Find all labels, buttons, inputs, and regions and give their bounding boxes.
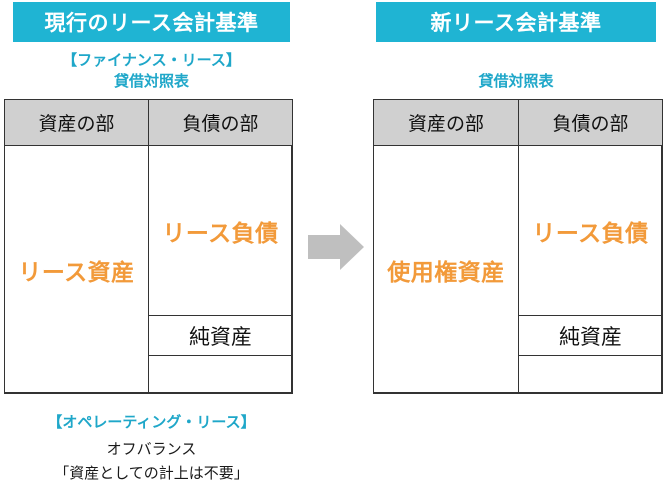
right-col-liabilities: 負債の部	[518, 99, 663, 146]
right-balance-sheet: 資産の部 負債の部 使用権資産 リース負債 純資産	[373, 99, 663, 394]
left-finance-lease-label: 【ファイナンス・リース】	[62, 51, 241, 69]
left-empty-cell	[148, 355, 293, 394]
right-right-of-use-assets: 使用権資産	[373, 145, 519, 394]
left-col-assets: 資産の部	[4, 99, 149, 146]
right-bs-label: 貸借対照表	[478, 72, 554, 90]
left-header: 現行のリース会計基準	[13, 2, 290, 42]
right-empty-cell	[518, 355, 663, 394]
right-net-assets: 純資産	[518, 315, 663, 356]
left-operating-lease-label: 【オペレーティング・リース】	[47, 413, 256, 431]
left-col-liabilities: 負債の部	[148, 99, 293, 146]
left-off-balance: オフバランス	[106, 440, 197, 458]
right-col-assets: 資産の部	[373, 99, 519, 146]
right-lease-liabilities: リース負債	[518, 145, 663, 316]
right-header: 新リース会計基準	[376, 2, 656, 42]
left-bs-label: 貸借対照表	[113, 72, 189, 90]
arrow-right-icon	[308, 224, 364, 270]
left-lease-assets: リース資産	[4, 145, 149, 394]
left-net-assets: 純資産	[148, 315, 293, 356]
left-off-balance-note: 「資産としての計上は不要」	[54, 464, 249, 482]
left-balance-sheet: 資産の部 負債の部 リース資産 リース負債 純資産	[4, 99, 293, 394]
left-lease-liabilities: リース負債	[148, 145, 293, 316]
